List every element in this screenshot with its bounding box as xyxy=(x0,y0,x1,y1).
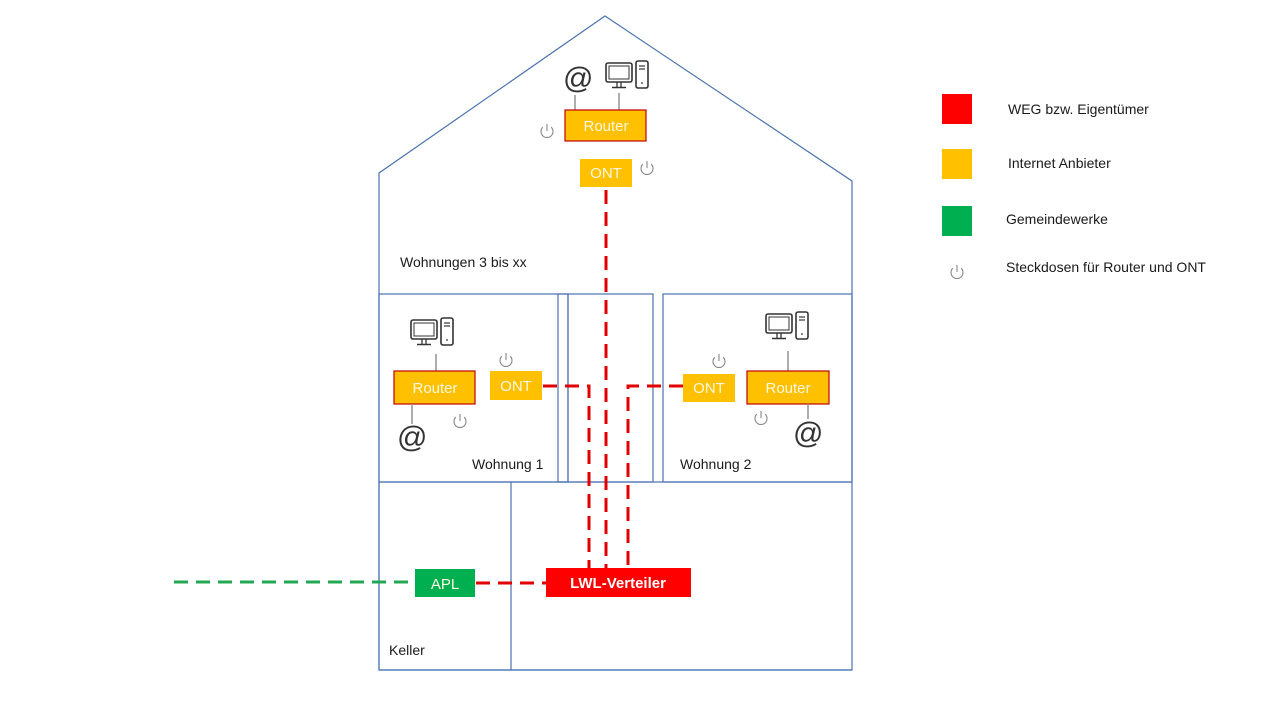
router-box xyxy=(746,370,830,405)
room-basement xyxy=(378,481,853,671)
basement-devices: APL LWL-Verteiler Keller xyxy=(389,568,691,658)
router-label: Router xyxy=(412,380,457,397)
computer-icon xyxy=(765,311,809,340)
legend-label-owner: WEG bzw. Eigentümer xyxy=(1008,101,1149,117)
router-box xyxy=(393,370,476,405)
legend-swatch-provider xyxy=(942,149,972,179)
apartment-2-devices: Router @ ONT Wohnung 2 xyxy=(680,311,830,472)
power-icon xyxy=(540,123,554,139)
legend-swatch-owner xyxy=(942,94,972,124)
apl-label: APL xyxy=(431,576,459,593)
lwl-distributor-label: LWL-Verteiler xyxy=(570,575,666,592)
apartment-1-devices: Router @ ONT Wohnung 1 xyxy=(393,317,544,472)
apl-box xyxy=(415,569,475,597)
room-label-apartment-1: Wohnung 1 xyxy=(472,456,544,472)
legend-swatch-utility xyxy=(942,206,972,236)
room-label-basement: Keller xyxy=(389,642,425,658)
legend-label-utility: Gemeindewerke xyxy=(1006,211,1108,227)
router-box xyxy=(564,109,647,142)
legend: WEG bzw. Eigentümer Internet Anbieter Ge… xyxy=(942,94,1206,280)
lwl-distributor-box xyxy=(546,568,691,597)
power-icon xyxy=(950,264,964,280)
router-label: Router xyxy=(583,118,628,135)
ont-box xyxy=(580,159,632,187)
ont-label: ONT xyxy=(590,165,622,182)
power-icon xyxy=(453,413,467,429)
ont-label: ONT xyxy=(693,380,725,397)
legend-label-provider: Internet Anbieter xyxy=(1008,155,1111,171)
router-label: Router xyxy=(765,380,810,397)
ont-box xyxy=(683,374,735,402)
power-icon xyxy=(640,160,654,176)
power-icon xyxy=(712,353,726,369)
fiber-cabling xyxy=(174,190,683,585)
attic-devices: @ Router ONT Wohnungen 3 bis xx xyxy=(400,60,654,270)
internet-at-icon: @ xyxy=(397,421,427,454)
fiber-line-apartment-2 xyxy=(626,384,683,568)
room-label-apartment-2: Wohnung 2 xyxy=(680,456,752,472)
power-icon xyxy=(499,352,513,368)
ont-box xyxy=(490,371,542,400)
ont-label: ONT xyxy=(500,378,532,395)
internet-at-icon: @ xyxy=(793,417,823,450)
computer-icon xyxy=(605,60,649,89)
computer-icon xyxy=(410,317,454,346)
fiber-line-apartment-1 xyxy=(543,384,591,568)
legend-label-power: Steckdosen für Router und ONT xyxy=(1006,259,1206,275)
internet-at-icon: @ xyxy=(563,62,593,95)
power-icon xyxy=(754,410,768,426)
room-label-attic: Wohnungen 3 bis xx xyxy=(400,254,527,270)
